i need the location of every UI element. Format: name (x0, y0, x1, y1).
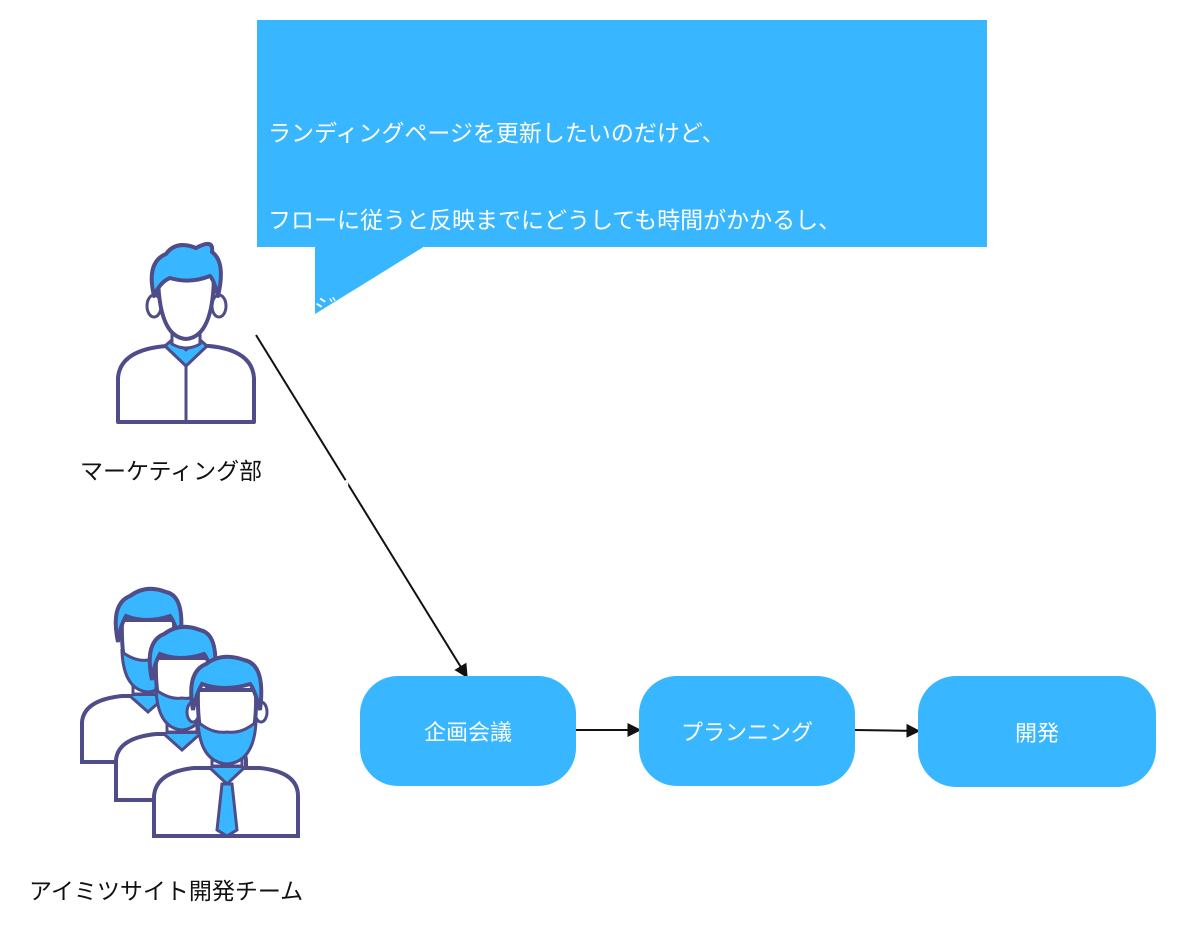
marketing-department-label: マーケティング部 (80, 459, 263, 485)
speech-question: ランディングページの運用を自分達だけでできないだろうか？ (268, 469, 909, 495)
bearded-team-icon (80, 586, 300, 838)
connector-planning-to-development (854, 723, 921, 738)
speech-line: ランディングページを更新したいのだけど、 (268, 121, 725, 147)
speech-line: フローに従うと反映までにどうしても時間がかかるし、 (268, 208, 842, 234)
speech-line: エンジニアの工数もかかってしまう... (268, 295, 657, 321)
team-member-front-icon (152, 654, 300, 838)
dev-team-label: アイミツサイト開発チーム (29, 879, 304, 905)
connector-marketing-to-planning-meeting (255, 334, 468, 679)
man-with-shirt-icon (116, 241, 256, 424)
speech-bubble-tail (315, 246, 425, 314)
process-step-planning-meeting[interactable]: 企画会議 (360, 676, 576, 786)
process-step-development[interactable]: 開発 (918, 676, 1156, 787)
speech-gap (268, 381, 987, 410)
process-step-planning[interactable]: プランニング (639, 676, 855, 786)
speech-bubble: ランディングページを更新したいのだけど、 フローに従うと反映までにどうしても時間… (257, 20, 987, 495)
